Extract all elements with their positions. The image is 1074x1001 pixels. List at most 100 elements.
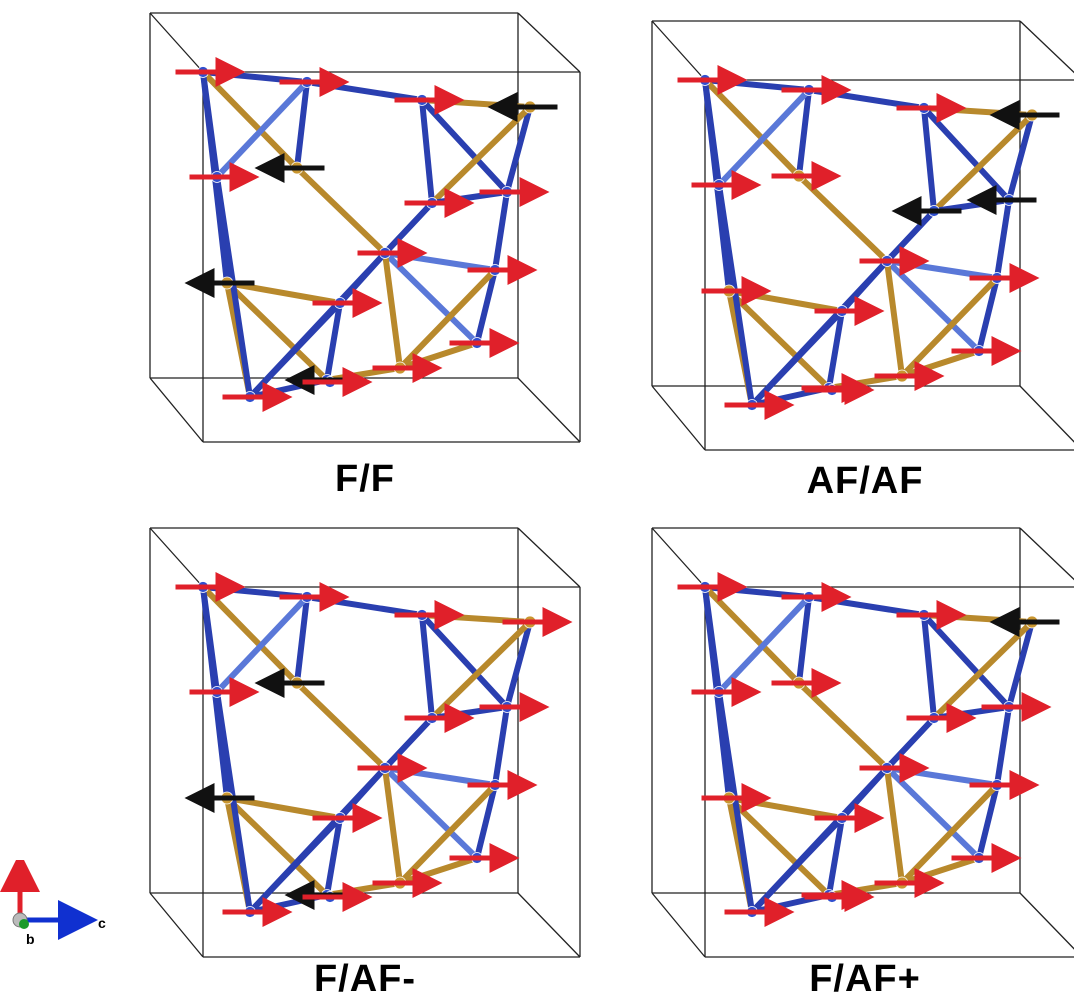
bond bbox=[884, 765, 905, 886]
bond bbox=[429, 619, 533, 721]
panel-label-ff: F/F bbox=[335, 458, 395, 500]
bond bbox=[429, 104, 533, 206]
panel-afaf bbox=[642, 18, 1074, 463]
bond bbox=[899, 275, 1000, 379]
unit-cell-edge bbox=[1019, 892, 1074, 950]
bond bbox=[994, 197, 1012, 281]
panel-ff bbox=[140, 10, 581, 455]
unit-cell-edge bbox=[651, 20, 706, 81]
unit-cell-edge bbox=[651, 385, 706, 451]
bond bbox=[994, 704, 1012, 788]
unit-cell-edge bbox=[517, 892, 581, 958]
bond bbox=[294, 165, 388, 256]
bond bbox=[324, 300, 343, 383]
bond bbox=[324, 815, 343, 898]
bond bbox=[921, 105, 937, 214]
bond bbox=[504, 104, 533, 195]
bond bbox=[796, 87, 812, 179]
bond bbox=[806, 87, 927, 111]
axis-c-label: c bbox=[98, 915, 106, 931]
bond bbox=[921, 612, 1012, 710]
bond bbox=[382, 765, 403, 886]
unit-cell-edge bbox=[517, 12, 581, 73]
crystal-structure bbox=[651, 527, 1074, 958]
unit-cell-edge bbox=[149, 12, 204, 73]
bond bbox=[492, 704, 510, 788]
bond bbox=[796, 594, 812, 686]
panel-faf-plus bbox=[642, 525, 1074, 970]
bond bbox=[716, 87, 812, 188]
bond bbox=[1006, 112, 1035, 203]
bond bbox=[826, 815, 845, 898]
bond bbox=[214, 689, 253, 915]
bond bbox=[796, 173, 890, 264]
bond bbox=[397, 267, 498, 371]
bond bbox=[214, 79, 310, 180]
bond bbox=[224, 280, 330, 383]
axis-triad: a b c bbox=[0, 860, 106, 947]
bond bbox=[931, 112, 1035, 214]
bond bbox=[304, 79, 425, 103]
bond bbox=[474, 267, 498, 346]
unit-cell-edge bbox=[517, 527, 581, 588]
axis-a-label: a bbox=[14, 860, 22, 861]
bond bbox=[976, 782, 1000, 861]
bond bbox=[504, 619, 533, 710]
unit-cell-edge bbox=[1019, 527, 1074, 581]
bond bbox=[294, 79, 310, 171]
bond bbox=[200, 69, 300, 171]
bond bbox=[716, 689, 755, 915]
bond bbox=[474, 782, 498, 861]
crystal-structure bbox=[149, 527, 581, 958]
unit-cell-edge bbox=[651, 527, 706, 588]
bond bbox=[899, 782, 1000, 886]
crystal-structure bbox=[651, 20, 1074, 451]
bond bbox=[382, 765, 480, 861]
bond bbox=[214, 594, 310, 695]
panel-faf-minus bbox=[140, 525, 581, 970]
bond bbox=[294, 594, 310, 686]
bond bbox=[419, 97, 510, 195]
bond bbox=[382, 250, 403, 371]
bond bbox=[826, 308, 845, 391]
bond bbox=[224, 795, 343, 821]
bond bbox=[304, 594, 425, 618]
panel-label-afaf: AF/AF bbox=[806, 460, 924, 502]
bond bbox=[200, 584, 300, 686]
unit-cell-edge bbox=[651, 892, 706, 958]
unit-cell-edge bbox=[149, 527, 204, 588]
bond bbox=[702, 584, 802, 686]
bond bbox=[397, 782, 498, 886]
crystal-structure bbox=[149, 12, 581, 443]
bond bbox=[716, 594, 812, 695]
bond bbox=[716, 182, 755, 408]
unit-cell-edge bbox=[149, 892, 204, 958]
bond bbox=[884, 258, 905, 379]
unit-cell-edge bbox=[1019, 385, 1074, 443]
bond bbox=[921, 612, 937, 721]
bond bbox=[796, 680, 890, 771]
bond bbox=[1006, 619, 1035, 710]
unit-cell-edge bbox=[149, 377, 204, 443]
bond bbox=[419, 97, 435, 206]
bond bbox=[884, 765, 982, 861]
unit-cell-edge bbox=[1019, 20, 1074, 74]
panel-label-faf-minus: F/AF- bbox=[313, 958, 417, 1000]
bond bbox=[224, 280, 343, 306]
axis-b-marker bbox=[19, 919, 29, 929]
bond bbox=[884, 258, 982, 354]
bond bbox=[726, 795, 832, 898]
axis-b-label: b bbox=[26, 931, 35, 947]
bond bbox=[419, 612, 435, 721]
bond bbox=[921, 105, 1012, 203]
panel-label-faf-plus: F/AF+ bbox=[809, 958, 921, 1000]
bond bbox=[419, 612, 510, 710]
unit-cell-edge bbox=[517, 377, 581, 443]
bond bbox=[382, 250, 480, 346]
bond bbox=[976, 275, 1000, 354]
bond bbox=[214, 174, 253, 400]
bond bbox=[931, 619, 1035, 721]
bond bbox=[294, 680, 388, 771]
bond bbox=[726, 288, 832, 391]
bond bbox=[492, 189, 510, 273]
